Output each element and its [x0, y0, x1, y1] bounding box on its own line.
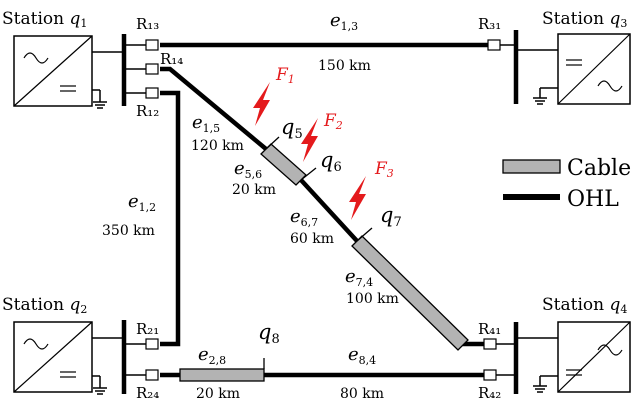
relay-r31	[487, 39, 501, 51]
node-labels: q5 q6 q7 q8	[258, 115, 402, 347]
relay-r13-label: R₁₃	[136, 15, 159, 33]
relay-r14-label: R₁₄	[160, 50, 183, 68]
node-q7-label: q7	[380, 203, 402, 230]
edge-e28-length: 20 km	[196, 386, 240, 402]
line-e67	[299, 178, 359, 243]
fault-arrows	[253, 82, 366, 220]
fault-f2-label: F2	[323, 111, 343, 132]
relay-r42	[483, 369, 497, 381]
fault-f3-label: F3	[374, 159, 394, 180]
fault-f1-label: F1	[275, 65, 295, 86]
edge-e74-name: e7,4	[345, 266, 373, 289]
relay-r12	[145, 87, 159, 99]
lightning-f2-icon	[301, 118, 318, 162]
edge-e28-name: e2,8	[198, 344, 226, 367]
edge-e12-name: e1,2	[128, 191, 156, 214]
relay-r24	[145, 369, 159, 381]
edge-labels: e1,3 150 km e1,5 120 km e5,6 20 km e6,7 …	[102, 10, 399, 402]
relay-r12-label: R₁₂	[136, 102, 159, 120]
cable-e56	[260, 143, 307, 186]
fault-labels: F1 F2 F3	[275, 65, 394, 180]
station-q2-label: Station q2	[2, 295, 87, 316]
edge-e67-name: e6,7	[290, 206, 318, 229]
edge-e15-length: 120 km	[191, 138, 244, 154]
edge-e12-length: 350 km	[102, 223, 155, 239]
relay-stubs	[124, 44, 516, 376]
edge-e56-length: 20 km	[232, 182, 276, 198]
station-q4-label: Station q4	[542, 295, 627, 316]
relay-boxes	[145, 39, 501, 381]
relay-r24-label: R₂₄	[136, 384, 159, 402]
relay-labels: R₁₃ R₁₄ R₁₂ R₃₁ R₂₁ R₂₄ R₄₁ R₄₂	[136, 15, 501, 402]
line-e12-top	[160, 90, 181, 212]
edge-e15-name: e1,5	[192, 112, 220, 135]
edge-e84-name: e8,4	[348, 344, 376, 367]
relay-r21-label: R₂₁	[136, 320, 159, 338]
relay-r14	[145, 63, 159, 75]
converter-q1	[13, 35, 93, 107]
node-ticks	[263, 136, 373, 369]
ohl-lines	[160, 42, 488, 378]
relay-r21	[145, 338, 159, 350]
edge-e13-name: e1,3	[330, 10, 358, 33]
node-q6-label: q6	[320, 148, 342, 175]
node-q8-label: q8	[258, 320, 280, 347]
lightning-f3-icon	[349, 176, 366, 220]
relay-r42-label: R₄₂	[478, 384, 501, 402]
edge-e84-length: 80 km	[340, 386, 384, 402]
converter-q2	[13, 321, 93, 393]
converter-q3	[557, 33, 631, 105]
edge-e56-name: e5,6	[234, 158, 262, 181]
cables	[179, 143, 469, 382]
edge-e13-length: 150 km	[318, 58, 371, 74]
edge-e74-length: 100 km	[346, 291, 399, 307]
relay-r41	[483, 338, 497, 350]
cable-e28	[179, 368, 265, 382]
relay-r13	[145, 39, 159, 51]
station-q1-label: Station q1	[2, 9, 87, 30]
relay-r31-label: R₃₁	[478, 15, 501, 33]
legend-ohl-label: OHL	[567, 187, 619, 212]
legend-cable-swatch	[502, 159, 561, 174]
line-e15	[160, 66, 268, 151]
edge-e67-length: 60 km	[290, 231, 334, 247]
station-q3-label: Station q3	[542, 9, 627, 30]
relay-r41-label: R₄₁	[478, 320, 501, 338]
legend: Cable OHL	[502, 156, 631, 212]
node-q5-label: q5	[281, 115, 303, 142]
legend-cable-label: Cable	[567, 156, 631, 181]
converter-q4	[557, 321, 631, 393]
buses	[121, 30, 519, 394]
station-connectors	[92, 49, 558, 395]
lightning-f1-icon	[253, 82, 270, 126]
line-e12-corner	[160, 312, 181, 347]
